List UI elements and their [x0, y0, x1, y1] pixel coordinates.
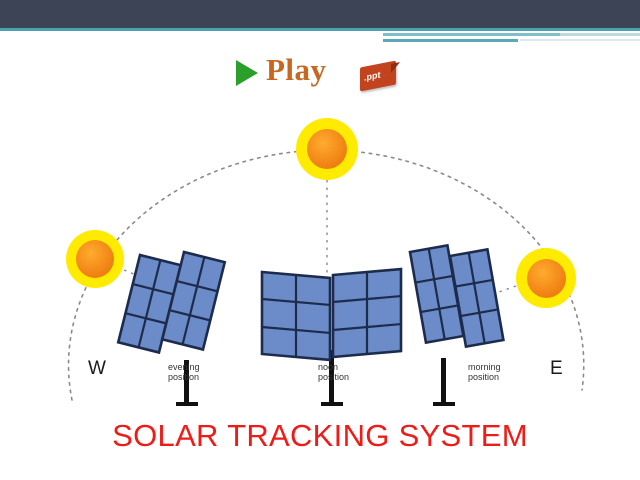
panel-caption-morning-line1: morning — [468, 362, 501, 372]
panel-caption-noon-line2: position — [318, 372, 350, 383]
panel-caption-evening: evening position — [168, 362, 200, 383]
header-accent-line-5 — [520, 39, 640, 41]
panel-caption-noon: noon position — [318, 362, 349, 383]
compass-label-east: E — [550, 358, 563, 379]
sun-icon-west — [66, 230, 124, 288]
header-accent-line-4 — [560, 33, 640, 36]
sun-icon-noon — [296, 118, 358, 180]
play-link[interactable]: Play .ppt — [236, 52, 416, 96]
solar-tracking-diagram: W E evening position noon position morni… — [0, 100, 640, 420]
ppt-badge-fold-icon — [391, 62, 400, 73]
panel-caption-evening-line1: evening — [168, 362, 200, 372]
header-accent-line-1 — [0, 28, 640, 31]
sun-path-arc — [67, 149, 585, 406]
play-triangle-icon — [236, 60, 258, 86]
solar-panel-evening — [116, 250, 227, 406]
compass-label-west: W — [88, 358, 106, 379]
sun-core — [76, 240, 114, 278]
header-accent-line-2 — [383, 33, 579, 36]
sun-core — [526, 258, 566, 298]
panel-caption-morning: morning position — [468, 362, 501, 383]
solar-panel-noon — [260, 267, 403, 406]
solar-panel-morning — [408, 243, 505, 406]
sun-core — [307, 129, 347, 169]
play-label: Play — [266, 52, 327, 87]
panel-caption-evening-line2: position — [168, 372, 200, 383]
sun-icon-east — [516, 248, 576, 308]
header-band-right — [380, 0, 640, 28]
panel-caption-noon-line1: noon — [318, 362, 339, 372]
header-accent-line-3 — [383, 39, 518, 42]
panel-caption-morning-line2: position — [468, 372, 500, 383]
slide-title: SOLAR TRACKING SYSTEM — [112, 418, 528, 453]
